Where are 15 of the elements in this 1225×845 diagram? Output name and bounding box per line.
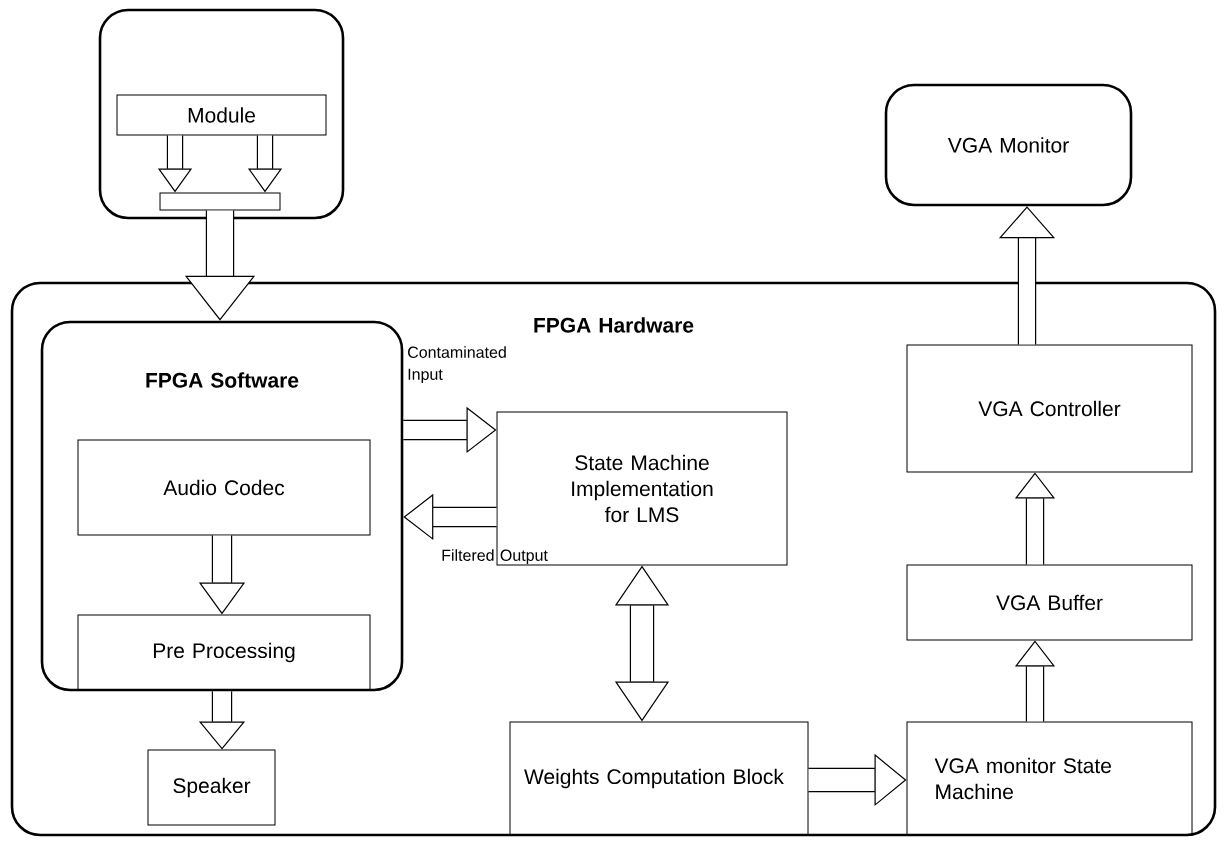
process-box: VGA Controller xyxy=(906,344,1193,473)
process-box: VGA monitor State Machine xyxy=(906,721,1193,836)
process-box: Speaker xyxy=(147,749,276,826)
edge-label: Filtered Output xyxy=(442,549,548,565)
process-box: VGA Buffer xyxy=(906,564,1193,641)
process-box: VGA Monitor xyxy=(884,83,1133,207)
container-title: FPGA Hardware xyxy=(534,317,694,333)
container-title: FPGA Software xyxy=(146,372,299,388)
process-box: Audio Codec xyxy=(77,439,371,536)
edge-label: Contaminated Input xyxy=(408,346,506,384)
process-box: Module xyxy=(116,94,327,136)
bar xyxy=(159,192,281,211)
process-box: Weights Computation Block xyxy=(509,721,809,836)
process-box: Pre Processing xyxy=(77,614,371,691)
rounded-box xyxy=(98,8,345,220)
